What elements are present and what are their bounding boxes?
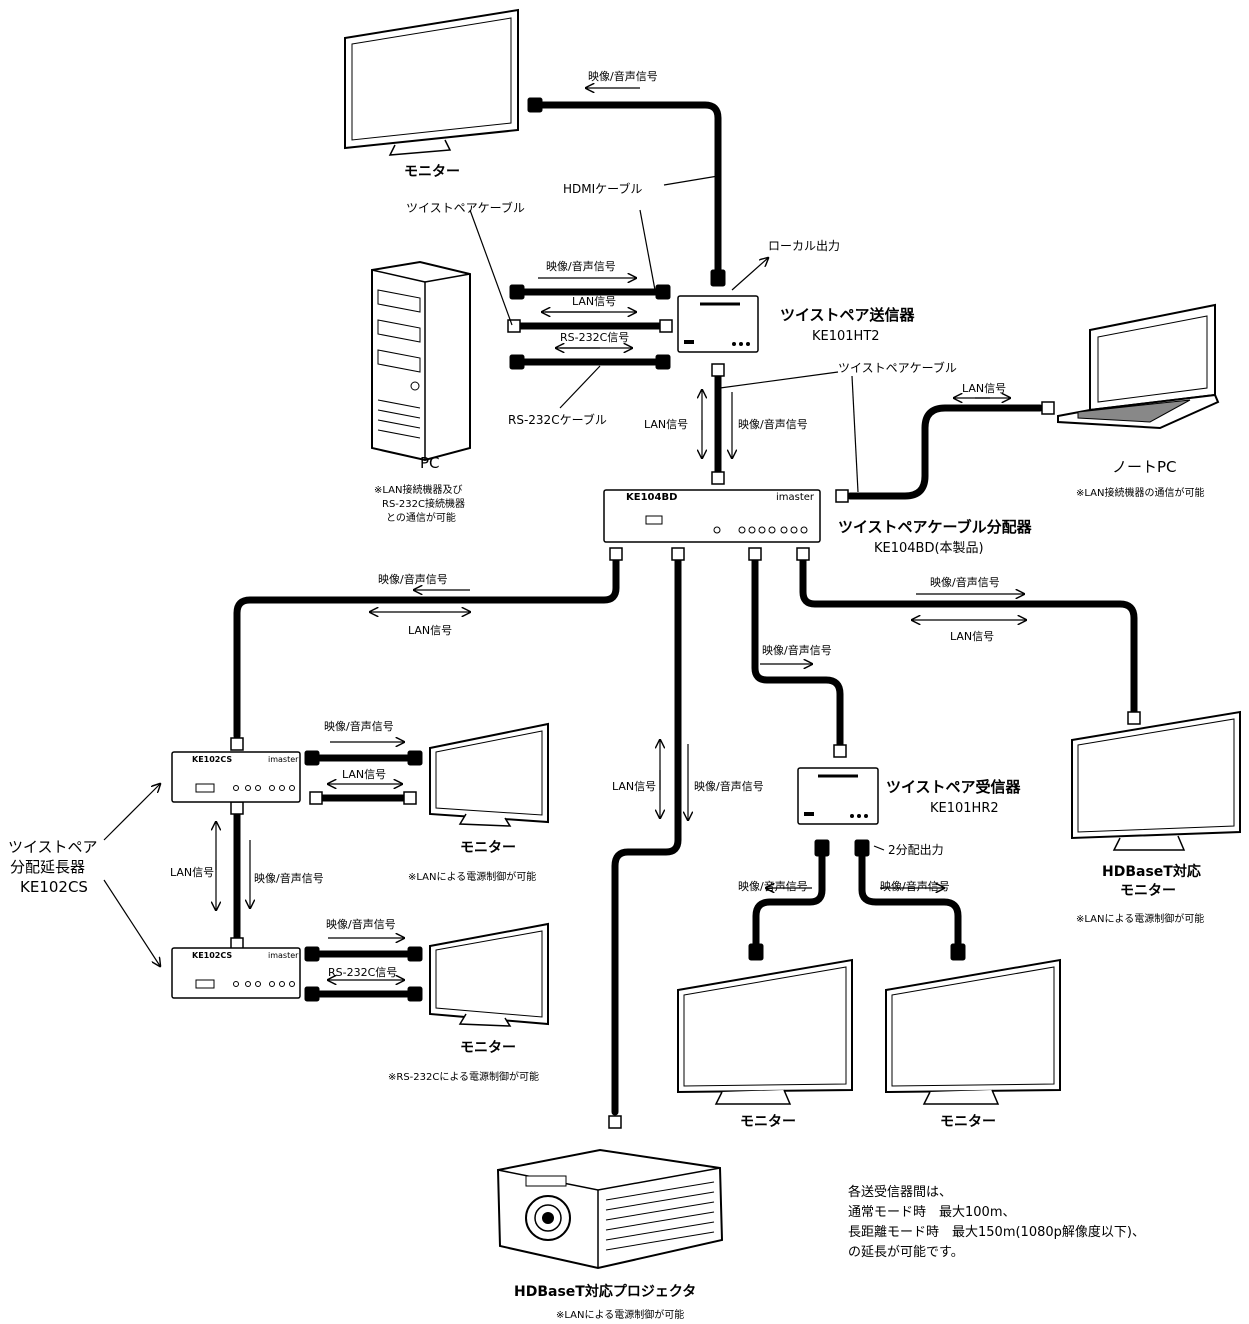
connectors [230,97,1141,1129]
receiver-model: KE101HR2 [930,801,999,816]
notebook-cable [846,404,1044,500]
label-chain-lan: LAN信号 [170,866,214,879]
range-note-1: 各送受信器間は、 [848,1184,952,1200]
label-pc-lan: LAN信号 [572,295,616,308]
hdbaset-monitor-icon [1071,710,1241,851]
extender2-monitor [429,922,549,1027]
diagram-labels: モニター 映像/音声信号 HDMIケーブル ツイストペアケーブル ローカル出力 … [8,69,1205,1321]
label-pc-rs232: RS-232C信号 [560,331,629,344]
transmitter-device [677,295,759,353]
pc-tower-icon [371,260,471,462]
hdbaset-monitor-cable [799,556,1138,716]
pc-name: PC [420,454,440,472]
pc-note-2: RS-232C接続機器 [382,497,465,510]
hdmi-cable-monitor [536,101,722,276]
hdbaset-monitor-note: ※LANによる電源制御が可能 [1076,912,1204,925]
extender1-monitor [429,722,549,827]
splitter-brand-mark: imaster [776,492,815,503]
projector-name: HDBaseT対応プロジェクタ [514,1283,696,1300]
ext1-monitor-label: モニター [460,840,516,856]
label-proj-lan: LAN信号 [612,780,656,793]
label-chain-av: 映像/音声信号 [254,871,324,885]
hdbaset-monitor-name-2: モニター [1120,883,1176,899]
splitter-id-mark: KE104BD [626,492,677,503]
label-ext1-mon-lan: LAN信号 [342,768,386,781]
ext2-monitor-label: モニター [460,1040,516,1056]
label-ext1-av: 映像/音声信号 [378,572,448,586]
rx-monitor-1-label: モニター [740,1114,796,1130]
receiver-monitor-2 [885,958,1061,1105]
extender1-brand-mark: imaster [268,755,299,764]
extender2-id-mark: KE102CS [192,951,232,960]
pc-note-3: との通信が可能 [386,511,456,524]
notebook-note: ※LAN接続機器の通信が可能 [1076,486,1205,499]
ext2-monitor-note: ※RS-232Cによる電源制御が可能 [388,1070,539,1083]
label-ext2-mon-rs232: RS-232C信号 [328,966,397,979]
pc-note-1: ※LAN接続機器及び [374,483,463,496]
receiver-cable [751,556,844,749]
label-twisted-pair-cable-pc: ツイストペアケーブル [406,200,525,215]
hdbaset-monitor-name-1: HDBaseT対応 [1102,863,1201,880]
label-notebook-lan: LAN信号 [962,382,1006,395]
extender-device-1 [171,751,301,803]
label-rx-out1-av: 映像/音声信号 [738,879,808,893]
label-ext1-lan: LAN信号 [408,624,452,637]
cables [233,101,1138,1116]
range-note-3: 長距離モード時 最大150m(1080p解像度以下)、 [848,1224,1145,1240]
extender2-brand-mark: imaster [268,951,299,960]
rx-out2-cable [858,846,962,954]
range-note-4: の延長が可能です。 [848,1245,964,1260]
range-note-2: 通常モード時 最大100m、 [848,1205,1015,1220]
ext1-monitor-note: ※LANによる電源制御が可能 [408,870,536,883]
callout-lines [103,175,885,966]
notebook-name: ノートPC [1112,458,1177,476]
projector-cable [611,556,682,1116]
label-hdmon-lan: LAN信号 [950,630,994,643]
extender-name-2: 分配延長器 [10,858,85,876]
extender1-cable [233,556,620,740]
label-pc-av: 映像/音声信号 [546,259,616,273]
label-local-output: ローカル出力 [768,239,840,253]
label-tx-lan: LAN信号 [644,418,688,431]
projector-icon [496,1148,724,1270]
label-rx-out2-av: 映像/音声信号 [880,879,950,893]
label-twisted-pair-cable-tx: ツイストペアケーブル [838,360,957,375]
notebook-icon [1057,303,1220,430]
transmitter-model: KE101HT2 [812,329,880,344]
receiver-device [797,767,879,825]
top-monitor-label: モニター [404,164,460,180]
label-hdmon-av: 映像/音声信号 [930,575,1000,589]
label-rs232c-cable: RS-232Cケーブル [508,412,607,427]
label-two-split-output: 2分配出力 [888,843,944,857]
label-proj-av: 映像/音声信号 [694,779,764,793]
splitter-model: KE104BD(本製品) [874,541,984,556]
rx-monitor-2-label: モニター [940,1114,996,1130]
projector-note: ※LANによる電源制御が可能 [556,1308,684,1321]
signal-arrows [216,88,1026,980]
splitter-device [603,489,821,543]
label-ext2-mon-av: 映像/音声信号 [326,917,396,931]
extender-name-1: ツイストペア [8,838,98,856]
splitter-name: ツイストペアケーブル分配器 [838,518,1033,536]
transmitter-name: ツイストペア送信器 [780,306,916,324]
label-ext1-mon-av: 映像/音声信号 [324,719,394,733]
receiver-monitor-1 [677,958,853,1105]
rx-out1-cable [752,846,826,954]
label-hdmi-cable: HDMIケーブル [563,181,642,196]
label-tx-av: 映像/音声信号 [738,417,808,431]
label-av-top: 映像/音声信号 [588,69,658,83]
top-monitor [344,8,519,156]
label-rx-av: 映像/音声信号 [762,643,832,657]
extender-model: KE102CS [20,878,88,896]
receiver-name: ツイストペア受信器 [886,778,1022,796]
extender1-id-mark: KE102CS [192,755,232,764]
extender-device-2 [171,947,301,999]
